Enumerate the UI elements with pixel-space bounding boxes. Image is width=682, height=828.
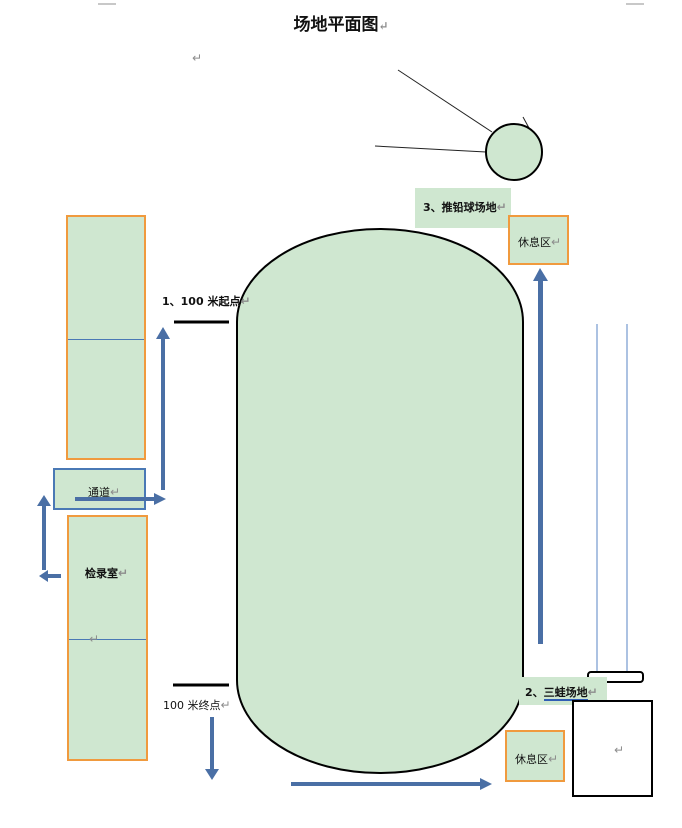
paragraph-mark: ↵ (89, 632, 100, 646)
page-title: 场地平面图↵ (0, 10, 682, 35)
finish-100m-label: 100 米终点↵ (163, 698, 231, 712)
arrow-up-left-head (156, 327, 170, 339)
left-upper-divider (68, 339, 144, 340)
arrow-left-small-head (39, 570, 48, 582)
crop-mark-left (98, 3, 116, 5)
paragraph-mark: ↵ (614, 743, 625, 757)
triple-jump-label: 2、三蛙场地↵ (525, 685, 598, 701)
arrow-down-finish-head (205, 769, 219, 780)
triple-jump-label-box: 2、三蛙场地↵ (519, 677, 607, 705)
arrow-right-bottom-head (480, 778, 492, 790)
rest-area-bottom-label: 休息区↵ (515, 752, 559, 766)
shot-put-label: 3、推铅球场地↵ (423, 200, 507, 214)
paragraph-mark: ↵ (192, 51, 203, 65)
arrow-right-channel-head (154, 493, 166, 505)
rest-area-top-label: 休息区↵ (518, 235, 562, 249)
arrow-down-finish (210, 717, 214, 771)
sand-pit: ↵ (572, 700, 653, 797)
paragraph-mark: ↵ (378, 19, 389, 33)
rest-area-bottom: 休息区↵ (505, 730, 565, 782)
arrow-left-small (47, 574, 61, 578)
channel-box: 通道↵ (53, 468, 146, 510)
checkin-room-divider (69, 639, 146, 640)
checkin-room-box: 检录室↵ ↵ (67, 515, 148, 761)
rest-area-top: 休息区↵ (508, 215, 569, 265)
checkin-room-label: 检录室↵ (85, 566, 129, 580)
running-track (236, 228, 524, 774)
sector-line-lower (374, 145, 487, 153)
arrow-up-left (161, 338, 165, 490)
arrow-right-bottom (291, 782, 481, 786)
sector-line-upper (397, 69, 493, 133)
page-title-text: 场地平面图 (293, 15, 379, 35)
arrow-up-right (538, 280, 543, 644)
crop-mark-right (626, 3, 644, 5)
left-upper-box (66, 215, 146, 460)
arrow-right-channel (75, 497, 155, 501)
channel-label: 通道↵ (88, 485, 121, 499)
sector-line-short (522, 116, 530, 129)
flow-arrows (37, 268, 548, 790)
start-100m-label: 1、100 米起点↵ (162, 294, 251, 308)
shot-put-circle (485, 123, 543, 181)
arrow-up-outer-head (37, 495, 51, 506)
arrow-up-right-head (533, 268, 548, 281)
shot-put-label-box: 3、推铅球场地↵ (415, 188, 511, 228)
arrow-up-outer (42, 505, 46, 570)
